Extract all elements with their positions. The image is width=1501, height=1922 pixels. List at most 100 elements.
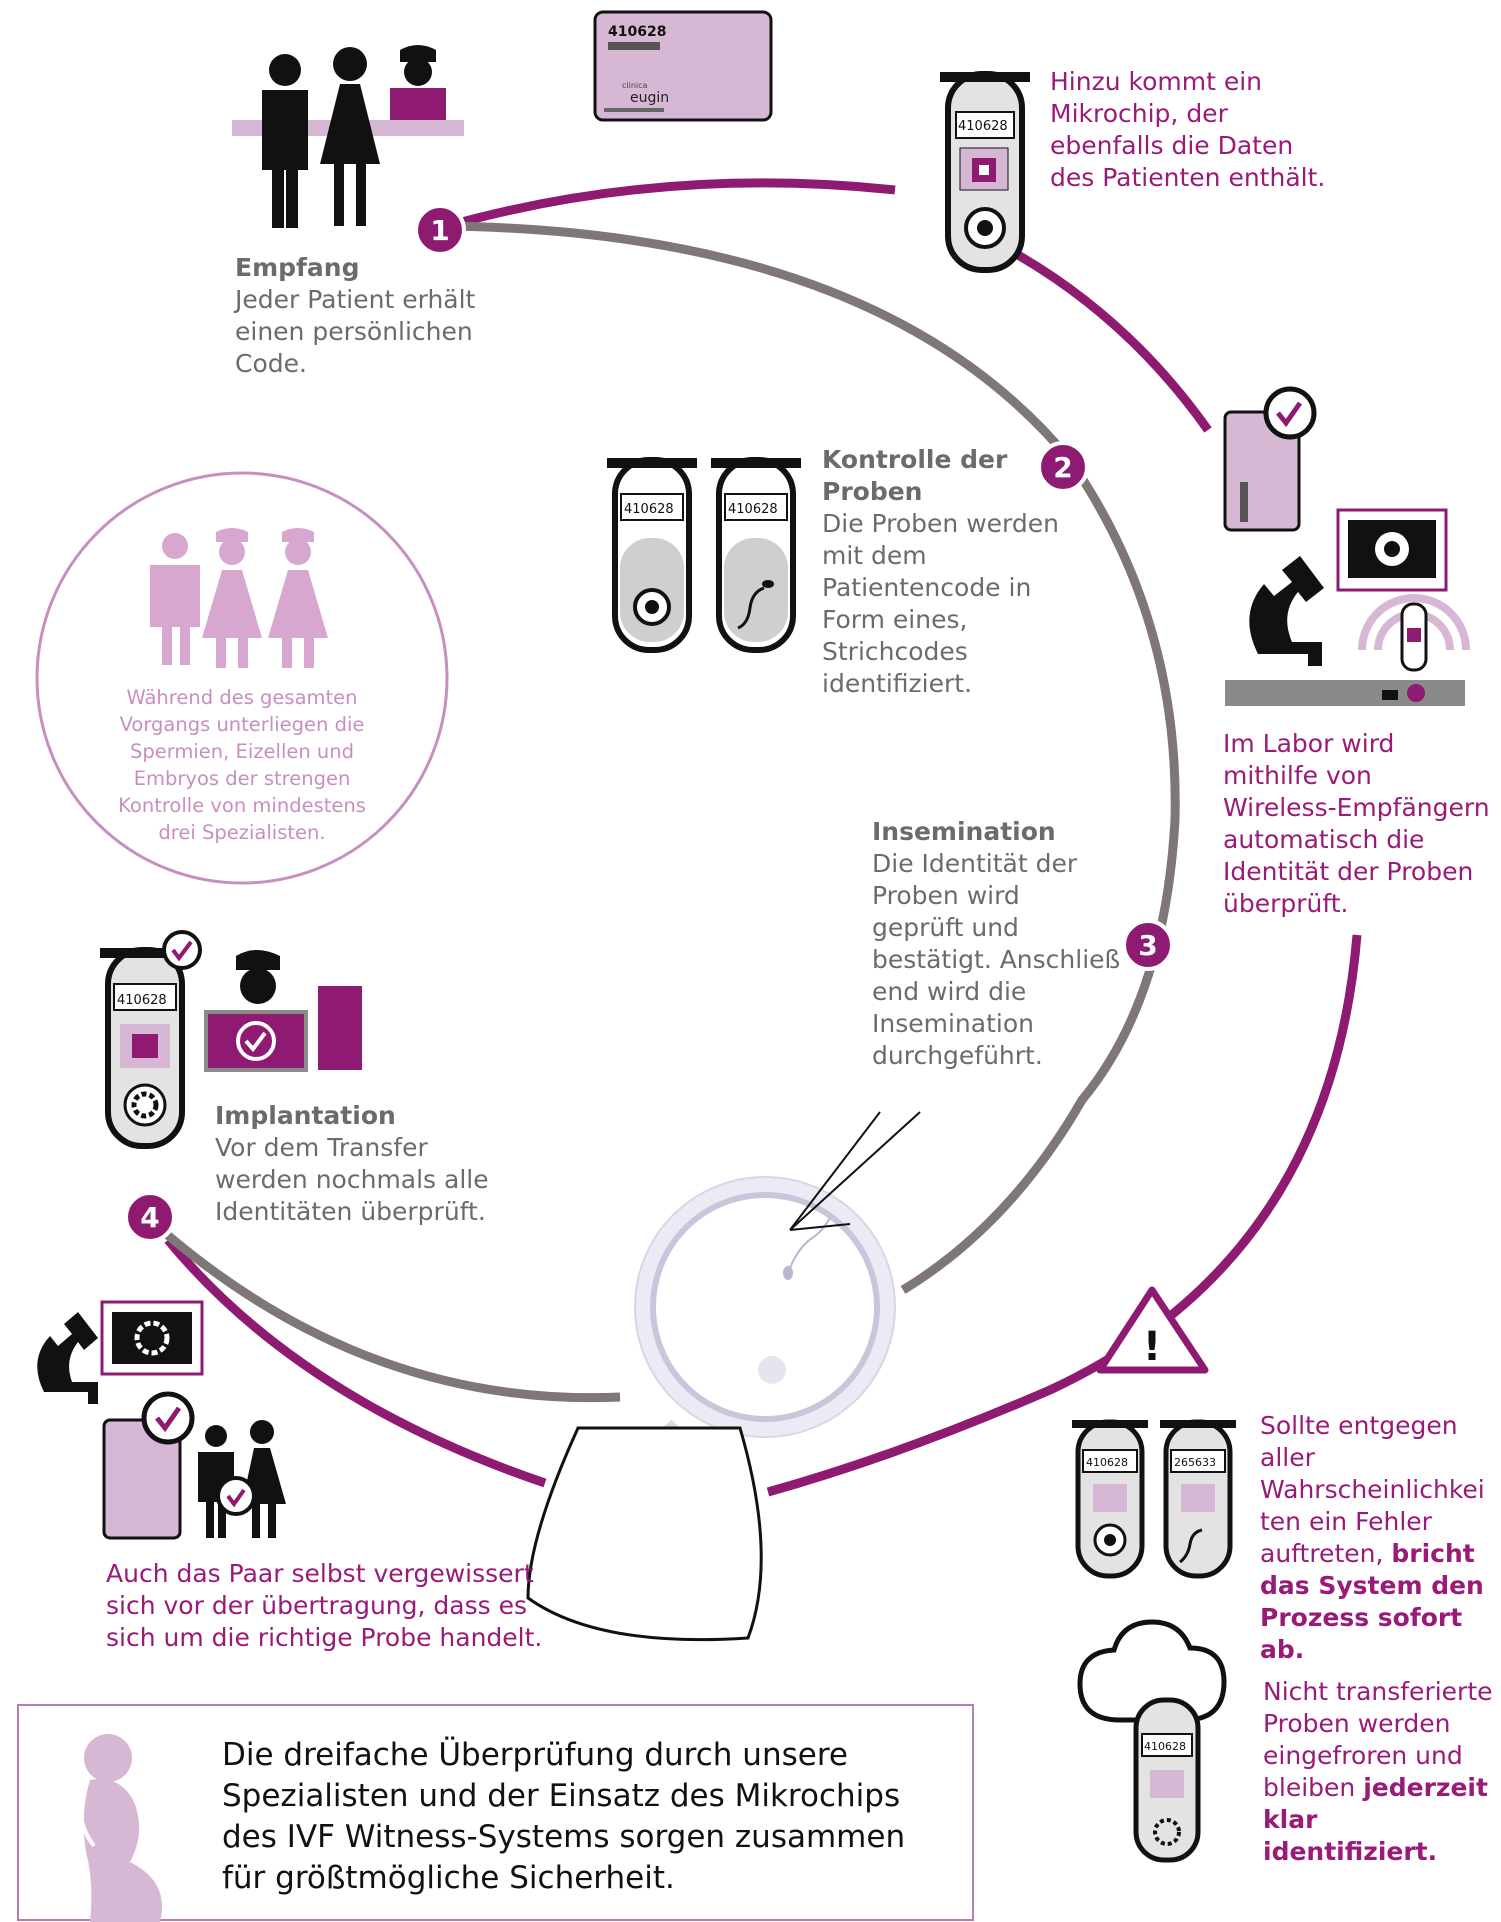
text-line-bold: Prozess sofort ab. [1260, 1603, 1463, 1664]
reception-title: Empfang [235, 253, 360, 282]
text-line-bold: klar identifiziert. [1263, 1805, 1438, 1866]
sample-check-text: Kontrolle der Proben Die Proben werden m… [822, 444, 1082, 700]
lab-note: Im Labor wird mithilfe von Wireless-Empf… [1223, 728, 1495, 920]
microchip-note: Hinzu kommt ein Mikrochip, der ebenfalls… [1050, 66, 1340, 194]
svg-text:410628: 410628 [608, 24, 666, 40]
text-line: Vorgangs unterliegen die [119, 713, 365, 736]
text-line: mit dem [822, 541, 927, 570]
patient-card: 410628 clinica eugin [593, 10, 773, 122]
text-line: bleiben jederzeit [1263, 1772, 1499, 1804]
text-fragment: auftreten, [1260, 1539, 1392, 1568]
svg-text:clinica: clinica [622, 81, 648, 90]
sample-check-title-2: Proben [822, 477, 923, 506]
svg-text:1: 1 [430, 214, 449, 247]
text-line-bold: das System den [1260, 1571, 1484, 1600]
inner-ring [161, 221, 1180, 1403]
text-line: sich um die richtige Probe handelt. [106, 1623, 543, 1652]
text-line: aller [1260, 1443, 1315, 1472]
text-line: Jeder Patient erhält [235, 285, 476, 314]
insemination-title: Insemination [872, 817, 1056, 846]
svg-text:410628: 410628 [958, 119, 1008, 134]
text-line: einen persönlichen [235, 317, 473, 346]
text-line: für größtmögliche Sicherheit. [222, 1860, 675, 1896]
sample-tubes-icon [607, 457, 801, 653]
text-line: geprüft und [872, 913, 1019, 942]
step-badge-2: 2 [1037, 441, 1089, 493]
text-line: Spezialisten und der Einsatz des Mikroch… [222, 1778, 901, 1814]
text-line: auftreten, bricht [1260, 1538, 1496, 1570]
svg-text:410628: 410628 [728, 502, 778, 517]
text-line: Die dreifache Überprüfung durch unsere [222, 1737, 848, 1773]
text-fragment-bold: jederzeit [1363, 1773, 1488, 1802]
svg-text:2: 2 [1053, 451, 1072, 484]
reception-icon [232, 45, 464, 228]
text-line: Im Labor wird [1223, 729, 1395, 758]
microchip-tube-icon [940, 71, 1030, 273]
summary-box [17, 1704, 974, 1922]
text-line: Auch das Paar selbst vergewissert [106, 1559, 534, 1588]
implantation-text: Implantation Vor dem Transfer werden noc… [215, 1100, 515, 1228]
egg-cell-icon [526, 1111, 921, 1642]
text-line: sich vor der übertragung, dass es [106, 1591, 527, 1620]
implantation-title: Implantation [215, 1101, 396, 1130]
text-line: durchgeführt. [872, 1041, 1043, 1070]
text-line: Proben werden [1263, 1709, 1451, 1738]
step-badge-3: 3 [1122, 919, 1174, 971]
couple-note: Auch das Paar selbst vergewissert sich v… [106, 1558, 566, 1654]
text-line: drei Spezialisten. [158, 821, 326, 844]
text-line: Hinzu kommt ein [1050, 67, 1263, 96]
text-line: Wahrscheinlichkei [1260, 1475, 1485, 1504]
text-line: end wird die [872, 977, 1027, 1006]
text-line: Insemination [872, 1009, 1034, 1038]
text-line: Nicht transferierte [1263, 1677, 1493, 1706]
text-line: ebenfalls die Daten [1050, 131, 1294, 160]
error-note: Sollte entgegen aller Wahrscheinlichkei … [1260, 1410, 1496, 1666]
text-line: eingefroren und [1263, 1741, 1463, 1770]
text-line: bestätigt. Anschließ [872, 945, 1121, 974]
step-badge-4: 4 [124, 1191, 176, 1243]
text-line: automatisch die [1223, 825, 1425, 854]
summary-text: Die dreifache Überprüfung durch unsere S… [222, 1735, 972, 1899]
text-line: Code. [235, 349, 307, 378]
specialists-circle [35, 471, 449, 885]
svg-text:410628: 410628 [1086, 1456, 1128, 1469]
svg-text:!: ! [1143, 1324, 1161, 1370]
svg-text:4: 4 [140, 1201, 159, 1234]
specialists-note: Während des gesamten Vorgangs unterliege… [74, 684, 410, 846]
text-line: werden nochmals alle [215, 1165, 489, 1194]
text-line: Strichcodes [822, 637, 968, 666]
warning-icon: ! [1096, 1286, 1209, 1374]
text-line: Proben wird [872, 881, 1020, 910]
text-line: des IVF Witness-Systems sorgen zusammen [222, 1819, 906, 1855]
text-line: identifiziert. [822, 669, 973, 698]
text-line: ten ein Fehler [1260, 1507, 1432, 1536]
text-line: Die Identität der [872, 849, 1078, 878]
text-line: überprüft. [1223, 889, 1349, 918]
step-badge-1: 1 [414, 204, 466, 256]
frozen-tube-icon [1077, 1619, 1227, 1863]
text-line: Kontrolle von mindestens [118, 794, 366, 817]
svg-text:eugin: eugin [630, 90, 669, 106]
insemination-text: Insemination Die Identität der Proben wi… [872, 816, 1132, 1072]
text-line: Embryos der strengen [133, 767, 351, 790]
text-fragment: bleiben [1263, 1773, 1364, 1802]
text-fragment-bold: bricht [1391, 1539, 1475, 1568]
couple-check-icon [14, 1300, 286, 1540]
frozen-note: Nicht transferierte Proben werden eingef… [1263, 1676, 1499, 1868]
svg-text:265633: 265633 [1174, 1456, 1216, 1469]
svg-text:410628: 410628 [624, 502, 674, 517]
reception-text: Empfang Jeder Patient erhält einen persö… [235, 252, 565, 380]
sample-check-title: Kontrolle der [822, 445, 1008, 474]
text-line: des Patienten enthält. [1050, 163, 1326, 192]
lab-station-icon [1223, 386, 1470, 706]
svg-text:3: 3 [1138, 929, 1157, 962]
text-line: Vor dem Transfer [215, 1133, 428, 1162]
text-line: Sollte entgegen [1260, 1411, 1458, 1440]
text-line: Während des gesamten [126, 686, 358, 709]
text-line: Die Proben werden [822, 509, 1059, 538]
text-line: Wireless-Empfängern [1223, 793, 1490, 822]
text-line: mithilfe von [1223, 761, 1372, 790]
error-tubes-icon [1072, 1419, 1236, 1579]
text-line: Patientencode in [822, 573, 1032, 602]
